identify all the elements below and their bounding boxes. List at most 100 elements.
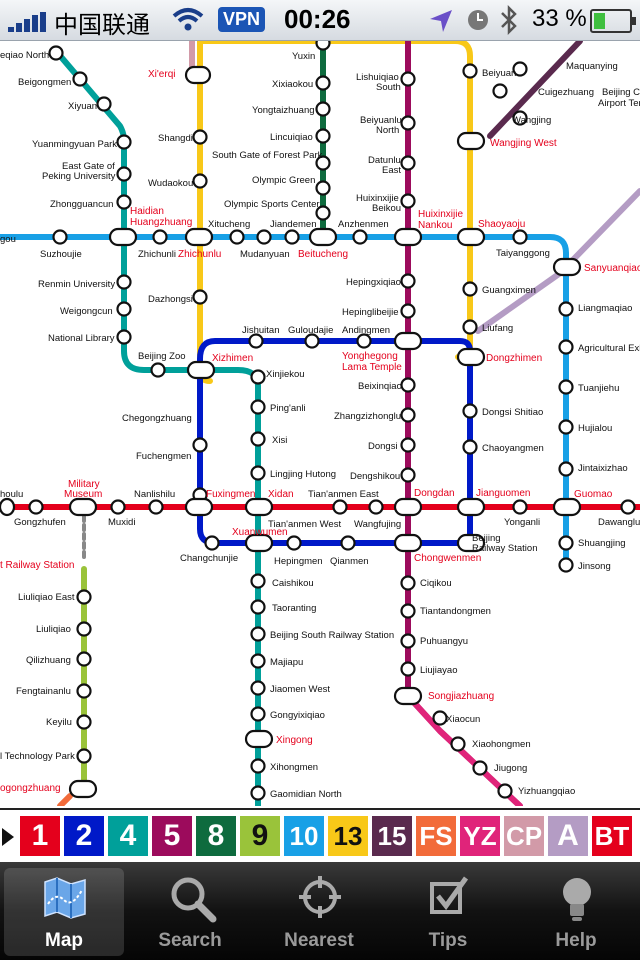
station-label[interactable]: Olympic Sports Center xyxy=(224,199,320,210)
station-label[interactable]: Majiapu xyxy=(270,657,303,668)
station-label[interactable]: National Library xyxy=(48,333,115,344)
station-label[interactable]: Gongzhufen xyxy=(14,517,66,528)
station-label[interactable]: Xisi xyxy=(272,435,287,446)
tab-search[interactable]: Search xyxy=(130,868,250,956)
line-chip-bt[interactable]: BT xyxy=(592,816,632,856)
transfer-label[interactable]: Sanyuanqiao xyxy=(584,263,640,274)
station-label[interactable]: Wangfujing xyxy=(354,519,401,530)
station-label[interactable]: Olympic Green xyxy=(252,175,315,186)
station-label[interactable]: Beiyuanlu xyxy=(360,115,402,126)
station-label[interactable]: houlu xyxy=(0,489,23,500)
transfer-label[interactable]: Fuxingmen xyxy=(206,489,255,500)
station-label[interactable]: Hepingxiqiao xyxy=(346,277,401,288)
station-label[interactable]: Mudanyuan xyxy=(240,249,290,260)
station-label[interactable]: North xyxy=(376,125,399,136)
transfer-label[interactable]: Zhichunlu xyxy=(178,249,221,260)
station-label[interactable]: gou xyxy=(0,234,16,245)
station-label[interactable]: Zhongguancun xyxy=(50,199,113,210)
station-label[interactable]: Liuliqiao East xyxy=(18,592,75,603)
station-label[interactable]: Xihongmen xyxy=(270,762,318,773)
station-label[interactable]: Fengtainanlu xyxy=(16,686,71,697)
tab-tips[interactable]: Tips xyxy=(388,868,508,956)
transfer-label[interactable]: Xuanwumen xyxy=(232,527,288,538)
station-label[interactable]: Xitucheng xyxy=(208,219,250,230)
line-chip-1[interactable]: 1 xyxy=(20,816,60,856)
transfer-label[interactable]: Dongdan xyxy=(414,488,455,499)
station-label[interactable]: Muxidi xyxy=(108,517,135,528)
tab-nearest[interactable]: Nearest xyxy=(259,868,379,956)
station-label[interactable]: Nanlishilu xyxy=(134,489,175,500)
station-label[interactable]: Qilizhuang xyxy=(26,655,71,666)
transfer-label[interactable]: Xidan xyxy=(268,489,294,500)
transfer-label[interactable]: Xi'erqi xyxy=(148,69,175,80)
station-label[interactable]: Wudaokou xyxy=(148,178,193,189)
station-label[interactable]: Huixinxijie xyxy=(356,193,399,204)
line-chip-2[interactable]: 2 xyxy=(64,816,104,856)
transfer-label[interactable]: t Railway Station xyxy=(0,560,74,571)
station-label[interactable]: Liufang xyxy=(482,323,513,334)
station-label[interactable]: Gongyixiqiao xyxy=(270,710,325,721)
tab-map[interactable]: Map xyxy=(4,868,124,956)
play-arrow-icon[interactable] xyxy=(2,828,14,846)
station-label[interactable]: South Gate of Forest Park xyxy=(212,150,323,161)
station-label[interactable]: Airport Ter xyxy=(598,98,640,109)
station-label[interactable]: Hepinglibeijie xyxy=(342,307,399,318)
station-label[interactable]: Dazhongsi xyxy=(148,294,193,305)
transfer-label[interactable]: Chongwenmen xyxy=(414,553,481,564)
station-label[interactable]: Yongtaizhuang xyxy=(252,105,315,116)
subway-map-canvas[interactable]: eqiao North Beigongmen Xiyuan Yuanmingyu… xyxy=(0,41,640,806)
station-label[interactable]: Changchunjie xyxy=(180,553,238,564)
station-label[interactable]: Peking University xyxy=(42,171,116,182)
line-chip-5[interactable]: 5 xyxy=(152,816,192,856)
station-label[interactable]: East xyxy=(382,165,401,176)
station-label[interactable]: Liangmaqiao xyxy=(578,303,632,314)
station-label[interactable]: Dengshikou xyxy=(350,471,400,482)
station-label[interactable]: Maquanying xyxy=(566,61,618,72)
station-label[interactable]: Guangximen xyxy=(482,285,536,296)
line-chip-15[interactable]: 15 xyxy=(372,816,412,856)
transfer-label[interactable]: Xizhimen xyxy=(212,353,253,364)
station-label[interactable]: Yonganli xyxy=(504,517,540,528)
station-label[interactable]: Lishuiqiao xyxy=(356,72,399,83)
transfer-label[interactable]: Nankou xyxy=(418,220,452,231)
line-chip-a[interactable]: A xyxy=(548,816,588,856)
station-label[interactable]: Liuliqiao xyxy=(36,624,71,635)
station-label[interactable]: South xyxy=(376,82,401,93)
transfer-label[interactable]: Jianguomen xyxy=(476,488,530,499)
station-label[interactable]: Lincuiqiao xyxy=(270,132,313,143)
station-label[interactable]: Xiyuan xyxy=(68,101,97,112)
station-label[interactable]: Jiaomen West xyxy=(270,684,330,695)
station-label[interactable]: Xinjiekou xyxy=(266,369,305,380)
station-label[interactable]: Keyilu xyxy=(46,717,72,728)
station-label[interactable]: eqiao North xyxy=(0,50,49,61)
station-label[interactable]: Beijing Zoo xyxy=(138,351,186,362)
station-label[interactable]: Jintaixizhao xyxy=(578,463,628,474)
station-label[interactable]: Jinsong xyxy=(578,561,611,572)
station-label[interactable]: Shangdi xyxy=(158,133,193,144)
station-label[interactable]: Zhangzizhonglu xyxy=(334,411,401,422)
station-label[interactable]: Beijing South Railway Station xyxy=(270,630,394,641)
station-label[interactable]: Tiantandongmen xyxy=(420,606,491,617)
station-label[interactable]: Guloudajie xyxy=(288,325,333,336)
station-label[interactable]: Railway Station xyxy=(472,543,537,554)
transfer-label[interactable]: Shaoyaoju xyxy=(478,219,525,230)
station-label[interactable]: Lingjing Hutong xyxy=(270,469,336,480)
transfer-label[interactable]: ogongzhuang xyxy=(0,783,61,794)
line-chip-8[interactable]: 8 xyxy=(196,816,236,856)
station-label[interactable]: Dongsi xyxy=(368,441,398,452)
station-label[interactable]: Beigongmen xyxy=(18,77,71,88)
transfer-label[interactable]: Yonghegong xyxy=(342,351,398,362)
transfer-label[interactable]: Museum xyxy=(64,489,102,500)
station-label[interactable]: Datunlu xyxy=(368,155,401,166)
transfer-label[interactable]: Haidian xyxy=(130,206,164,217)
line-chip-cp[interactable]: CP xyxy=(504,816,544,856)
station-label[interactable]: Suzhoujie xyxy=(40,249,82,260)
station-label[interactable]: Jishuitan xyxy=(242,325,280,336)
station-label[interactable]: Chaoyangmen xyxy=(482,443,544,454)
station-label[interactable]: Hepingmen xyxy=(274,556,323,567)
station-label[interactable]: Xiaocun xyxy=(446,714,480,725)
station-label[interactable]: Ping'anli xyxy=(270,403,306,414)
station-label[interactable]: Shuangjing xyxy=(578,538,626,549)
station-label[interactable]: Fuchengmen xyxy=(136,451,191,462)
line-chip-yz[interactable]: YZ xyxy=(460,816,500,856)
